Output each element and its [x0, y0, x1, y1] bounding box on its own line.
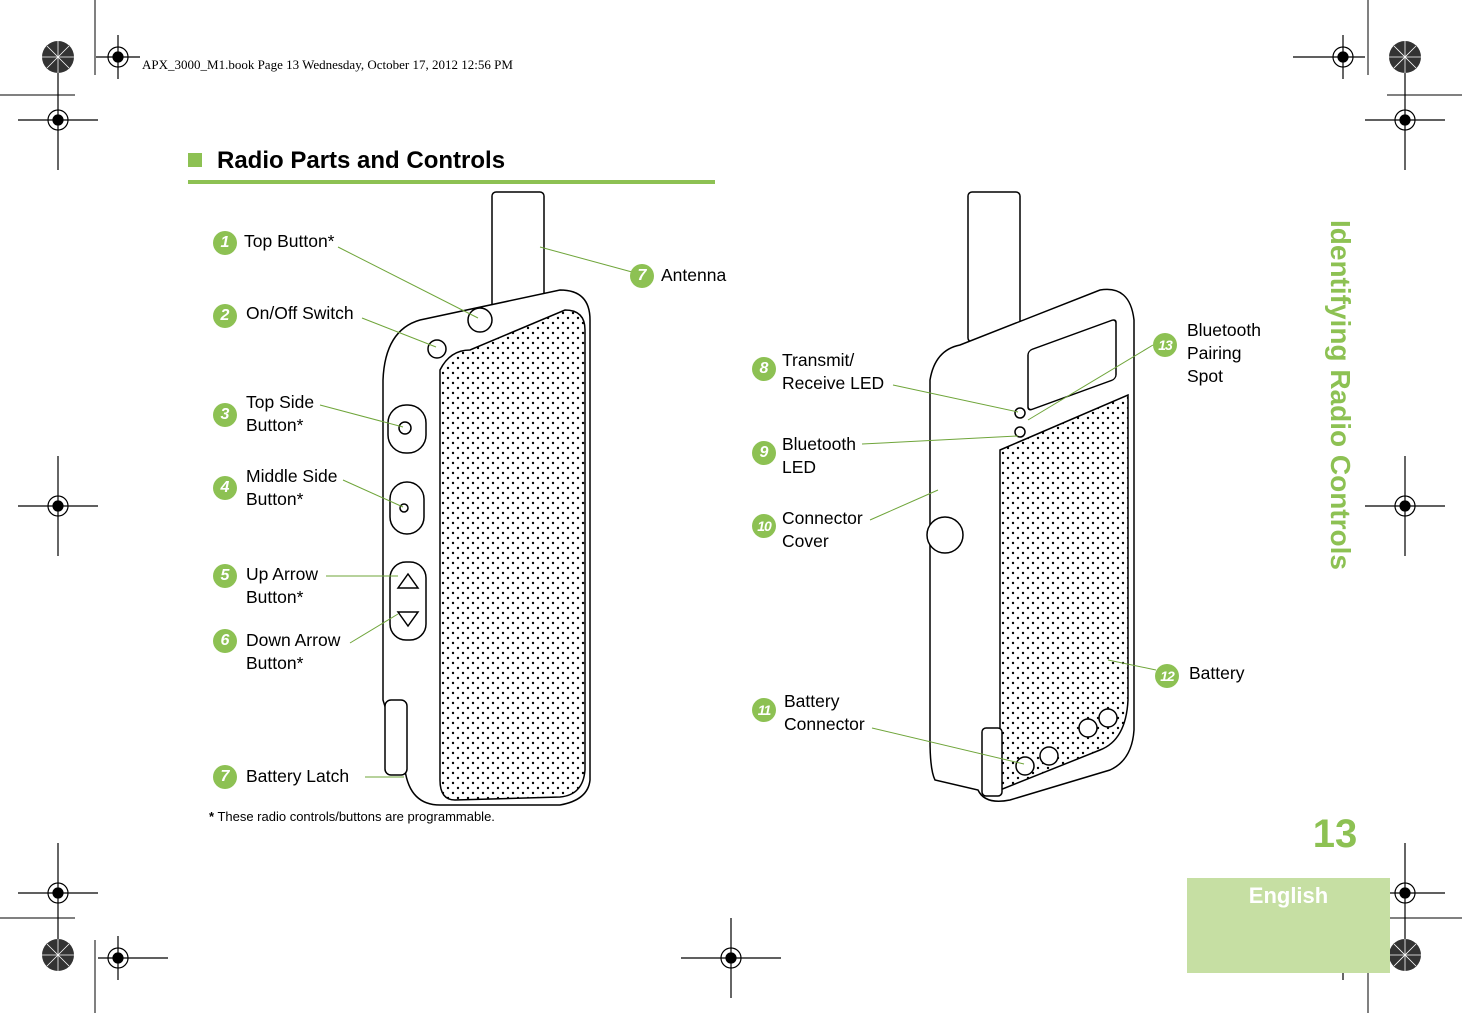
- bluetooth-led: [1014, 426, 1026, 438]
- callout-4-line-1: Middle Side: [246, 466, 338, 486]
- callout-8-label: Transmit/Receive LED: [782, 349, 884, 395]
- section-title: Radio Parts and Controls: [217, 147, 506, 174]
- callout-1-line-1: Top Button*: [244, 231, 335, 251]
- callout-10-line-1: Connector: [782, 508, 863, 528]
- callout-13-line-3: Spot: [1187, 366, 1223, 386]
- top-button: [467, 307, 493, 333]
- callout-13-line-2: Pairing: [1187, 343, 1242, 363]
- antenna-back: [967, 191, 1021, 343]
- callout-6-line-2: Button*: [246, 653, 304, 673]
- battery-connector: [981, 727, 1003, 797]
- arrow-buttons: [389, 561, 427, 641]
- leader-lines: [319, 246, 1157, 778]
- speaker-grille: [439, 309, 586, 801]
- callout-11-badge: 11: [752, 698, 776, 722]
- footnote: * These radio controls/buttons are progr…: [209, 809, 495, 824]
- on-off-switch: [427, 339, 447, 359]
- callout-7-latch-badge: 7: [213, 765, 237, 789]
- callout-8-line-2: Receive LED: [782, 373, 885, 393]
- callout-9-line-2: LED: [782, 457, 817, 477]
- callout-8-badge: 8: [752, 357, 776, 381]
- pairing-spot-window: [1027, 319, 1117, 411]
- callout-12-line-1: Battery: [1189, 663, 1245, 683]
- callout-7-antenna-label: Antenna: [661, 264, 726, 287]
- callout-11-line-1: Battery: [784, 691, 840, 711]
- callout-9-line-1: Bluetooth: [782, 434, 856, 454]
- callout-3-badge: 3: [213, 403, 237, 427]
- callout-11-line-2: Connector: [784, 714, 865, 734]
- callout-4-line-2: Button*: [246, 489, 304, 509]
- callout-3-line-2: Button*: [246, 415, 304, 435]
- callout-6-badge: 6: [213, 629, 237, 653]
- callout-10-line-2: Cover: [782, 531, 829, 551]
- connector-cover: [926, 516, 964, 554]
- callout-1-badge: 1: [213, 231, 237, 255]
- callout-7-antenna-line-1: Antenna: [661, 265, 727, 285]
- callout-7-antenna-badge: 7: [630, 264, 654, 288]
- callout-13-badge: 13: [1153, 333, 1177, 357]
- callout-12-badge: 12: [1155, 664, 1179, 688]
- callout-8-line-1: Transmit/: [782, 350, 855, 370]
- antenna: [491, 191, 545, 313]
- callout-7-latch-line-1: Battery Latch: [246, 766, 350, 786]
- color-wheel-icon: [42, 41, 1421, 971]
- section-rule: [188, 180, 715, 184]
- radio-back-view: [926, 191, 1135, 802]
- battery-grille: [999, 393, 1129, 792]
- footnote-text: These radio controls/buttons are program…: [214, 809, 495, 824]
- callout-5-badge: 5: [213, 564, 237, 588]
- transmit-receive-led: [1014, 407, 1026, 419]
- callout-13-line-1: Bluetooth: [1187, 320, 1261, 340]
- callout-10-badge: 10: [752, 514, 776, 538]
- book-header-line: APX_3000_M1.book Page 13 Wednesday, Octo…: [142, 57, 513, 72]
- callout-2-line-1: On/Off Switch: [246, 303, 354, 323]
- callout-2-label: On/Off Switch: [246, 302, 354, 325]
- language-tab: [1187, 878, 1390, 973]
- radio-front-view: [382, 191, 591, 806]
- callout-7-latch-label: Battery Latch: [246, 765, 349, 788]
- callout-4-badge: 4: [213, 476, 237, 500]
- language-label: English: [1248, 883, 1329, 908]
- page-number: 13: [1312, 812, 1358, 856]
- callout-3-line-1: Top Side: [246, 392, 315, 412]
- callout-1-label: Top Button*: [244, 230, 334, 253]
- section-bullet-icon: [188, 153, 202, 167]
- callout-12-label: Battery: [1189, 662, 1244, 685]
- callout-5-line-2: Button*: [246, 587, 304, 607]
- callout-2-badge: 2: [213, 304, 237, 328]
- footnote-mark: *: [209, 809, 215, 824]
- callout-9-badge: 9: [752, 441, 776, 465]
- callout-6-line-1: Down Arrow: [246, 630, 341, 650]
- battery-latch: [384, 699, 408, 776]
- callout-5-line-1: Up Arrow: [246, 564, 318, 584]
